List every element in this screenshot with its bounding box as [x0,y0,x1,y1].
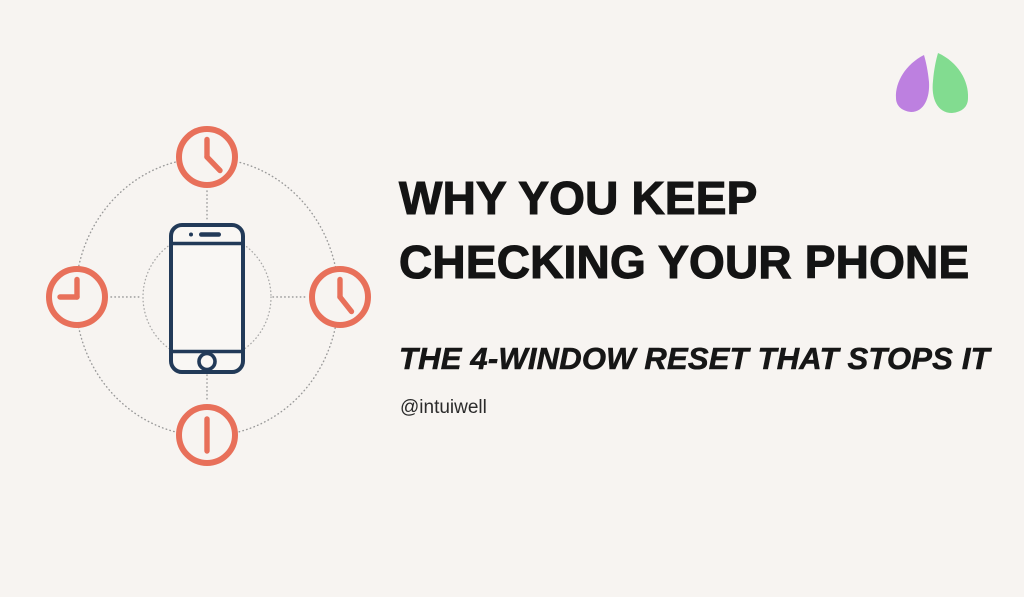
phone-icon [169,223,245,374]
clock-top-hand-4 [204,154,223,174]
logo-leaf-left-icon [895,55,930,112]
phone-clocks-diagram [40,118,376,474]
clock-right-icon [309,266,371,328]
account-handle: @intuiwell [400,397,487,418]
clock-top-icon [176,126,238,188]
clock-right-hand-5 [337,294,355,315]
logo-leaf-right-icon [932,53,969,113]
clock-bottom-icon [176,404,238,466]
phone-body [169,223,245,374]
sprout-logo-graphic [895,53,969,113]
page-title: WHY YOU KEEP CHECKING YOUR PHONE [398,171,970,288]
brand-logo [893,53,971,115]
clock-left-icon [46,266,108,328]
phone-camera-dot [189,232,193,237]
phone-home-button [197,351,217,372]
page-subtitle: THE 4-WINDOW RESET THAT STOPS IT [399,341,990,377]
phone-speaker [199,232,221,237]
